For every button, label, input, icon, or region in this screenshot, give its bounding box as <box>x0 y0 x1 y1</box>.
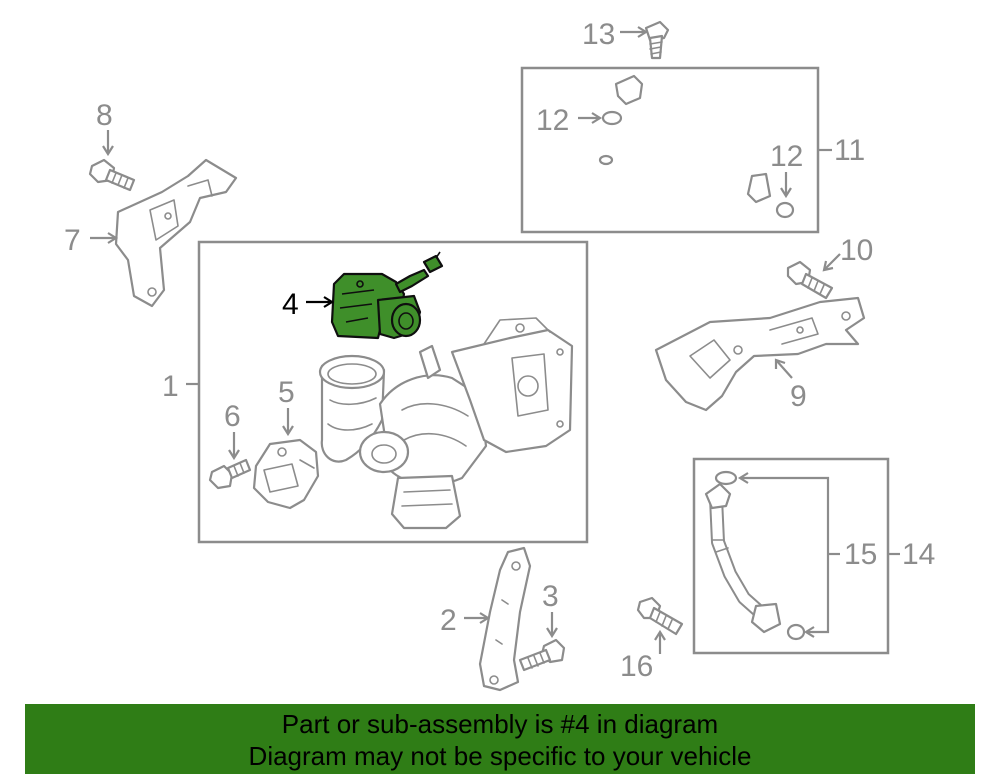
bolt-10[interactable] <box>786 260 834 300</box>
bolt-8[interactable] <box>88 158 136 192</box>
bracket-7[interactable] <box>114 158 238 308</box>
callout-9: 9 <box>790 380 807 413</box>
arrow-6 <box>228 449 240 461</box>
callout-11: 11 <box>834 134 865 167</box>
callout-12-lower: 12 <box>770 140 803 173</box>
assembly-box-14 <box>692 457 890 655</box>
leader-10 <box>823 253 841 271</box>
callout-7: 7 <box>64 224 81 257</box>
bolt-13[interactable] <box>644 20 670 60</box>
callout-16: 16 <box>620 650 653 683</box>
oil-pipe-11[interactable] <box>598 74 772 204</box>
arrow-15-upper <box>737 472 749 484</box>
callout-15: 15 <box>844 538 877 571</box>
seal-15-upper[interactable] <box>714 470 738 486</box>
callout-5: 5 <box>278 376 295 409</box>
stay-bracket-2[interactable] <box>478 546 532 692</box>
arrow-7 <box>107 232 119 244</box>
parts-diagram: 13 12 12 11 8 7 <box>64 18 935 692</box>
bolt-3[interactable] <box>518 638 566 672</box>
callout-4: 4 <box>282 288 299 321</box>
arrow-3 <box>546 627 558 639</box>
banner-line-part: Part or sub-assembly is #4 in diagram <box>281 709 719 739</box>
arrow-5 <box>282 425 294 437</box>
callout-6: 6 <box>224 400 241 433</box>
arrow-12-lower <box>780 187 792 199</box>
oil-return-pipe-14[interactable] <box>704 482 782 634</box>
callout-14: 14 <box>902 538 935 571</box>
arrow-12-upper <box>591 112 603 124</box>
bracket-9[interactable] <box>654 296 866 412</box>
turbocharger-1[interactable] <box>318 317 574 530</box>
arrow-4 <box>323 296 335 308</box>
arrow-15-lower <box>803 626 815 638</box>
seal-15-lower[interactable] <box>786 623 806 641</box>
info-banner: Part or sub-assembly is #4 in diagram Di… <box>25 704 975 774</box>
callout-12-upper: 12 <box>536 104 569 137</box>
callout-3: 3 <box>542 580 559 613</box>
arrow-13 <box>637 26 649 38</box>
callout-1: 1 <box>162 370 179 403</box>
callout-2: 2 <box>440 604 457 637</box>
callout-8: 8 <box>96 99 113 132</box>
callout-10: 10 <box>840 234 873 267</box>
arrow-9 <box>774 358 786 369</box>
leader-9 <box>775 359 793 379</box>
bolt-16[interactable] <box>636 596 684 636</box>
seal-12-lower[interactable] <box>775 201 795 219</box>
actuator-4[interactable] <box>330 251 444 340</box>
assembly-box-1 <box>197 240 589 544</box>
arrow-10 <box>822 260 834 272</box>
callout-13: 13 <box>582 18 615 51</box>
arrow-2 <box>479 612 491 624</box>
arrow-8 <box>102 145 114 157</box>
bracket-5[interactable] <box>252 438 320 510</box>
arrow-16 <box>654 629 666 641</box>
banner-line-disclaimer: Diagram may not be specific to your vehi… <box>248 741 752 771</box>
bolt-6[interactable] <box>208 458 252 490</box>
seal-12-upper[interactable] <box>601 110 623 126</box>
